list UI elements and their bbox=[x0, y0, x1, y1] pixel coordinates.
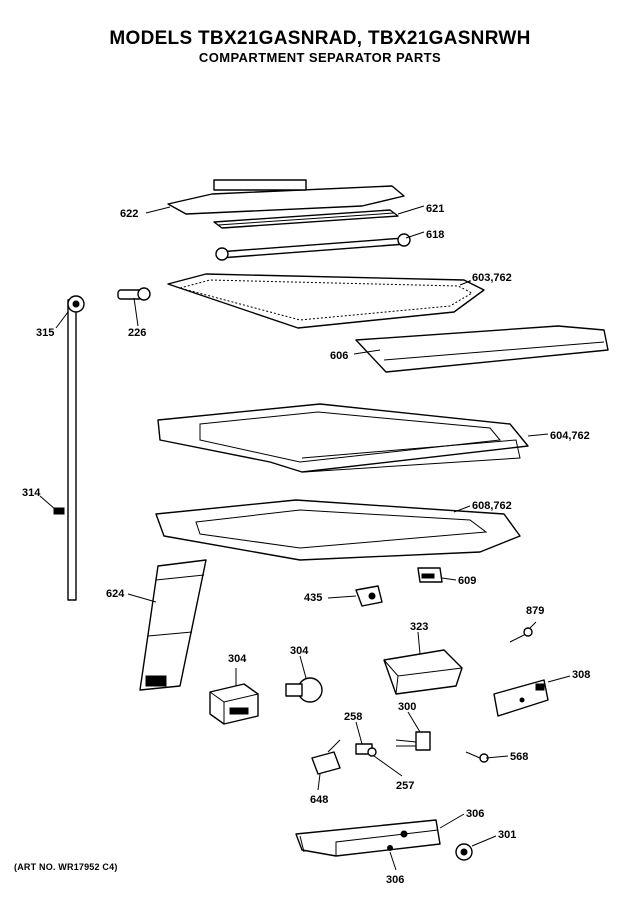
part-603-wire-shelf bbox=[167, 273, 485, 329]
part-648-switch bbox=[311, 739, 341, 775]
part-435-button bbox=[355, 585, 383, 607]
part-300-thermostat bbox=[395, 731, 431, 751]
callout-258: 258 bbox=[344, 711, 362, 723]
callout-314: 314 bbox=[22, 487, 41, 499]
callout-labels: 622 621 618 603,762 315 226 606 604,762 … bbox=[22, 203, 590, 886]
part-606-trim bbox=[355, 325, 609, 373]
part-301-knob bbox=[455, 843, 473, 861]
callout-603-762: 603,762 bbox=[472, 272, 512, 284]
page-title: MODELS TBX21GASNRAD, TBX21GASNRWH bbox=[109, 28, 531, 49]
part-304-housing bbox=[209, 683, 259, 725]
callout-306-a: 306 bbox=[466, 808, 484, 820]
callout-301: 301 bbox=[498, 829, 516, 841]
part-323-bracket bbox=[383, 649, 463, 695]
callout-568: 568 bbox=[510, 751, 528, 763]
callout-315: 315 bbox=[36, 327, 54, 339]
part-608-lower-pan bbox=[155, 499, 521, 561]
part-308-plate bbox=[493, 679, 549, 717]
callout-609: 609 bbox=[458, 575, 476, 587]
callout-226: 226 bbox=[128, 327, 146, 339]
callout-306-b: 306 bbox=[386, 874, 404, 886]
callout-648: 648 bbox=[310, 794, 328, 806]
part-306-housing bbox=[295, 819, 441, 857]
callout-622: 622 bbox=[120, 208, 138, 220]
part-568-screw bbox=[465, 751, 489, 763]
callout-618: 618 bbox=[426, 229, 444, 241]
callout-624: 624 bbox=[106, 588, 125, 600]
part-314-315-rod bbox=[53, 295, 85, 601]
callout-621: 621 bbox=[426, 203, 444, 215]
callout-308: 308 bbox=[572, 669, 590, 681]
part-257-grommet bbox=[367, 747, 377, 757]
art-number: (ART NO. WR17952 C4) bbox=[14, 862, 118, 872]
page-subtitle: COMPARTMENT SEPARATOR PARTS bbox=[198, 50, 442, 65]
part-604-separator bbox=[157, 403, 529, 473]
part-226-pin bbox=[117, 287, 151, 301]
callout-304-b: 304 bbox=[290, 645, 309, 657]
part-622-cover bbox=[167, 179, 405, 215]
callout-606: 606 bbox=[330, 350, 348, 362]
part-304-damper bbox=[285, 677, 323, 703]
part-879-screw bbox=[509, 627, 533, 643]
callout-257: 257 bbox=[396, 780, 414, 792]
callout-435: 435 bbox=[304, 592, 322, 604]
callout-879: 879 bbox=[526, 605, 544, 617]
leader-lines bbox=[39, 205, 571, 871]
part-618-rod bbox=[215, 233, 411, 261]
callout-604-762: 604,762 bbox=[550, 430, 590, 442]
part-621-rail bbox=[213, 209, 399, 229]
callout-304-a: 304 bbox=[228, 653, 247, 665]
callout-608-762: 608,762 bbox=[472, 500, 512, 512]
callout-323: 323 bbox=[410, 621, 428, 633]
part-609-clip bbox=[417, 567, 443, 583]
callout-300: 300 bbox=[398, 701, 416, 713]
part-624-bracket bbox=[139, 559, 207, 691]
